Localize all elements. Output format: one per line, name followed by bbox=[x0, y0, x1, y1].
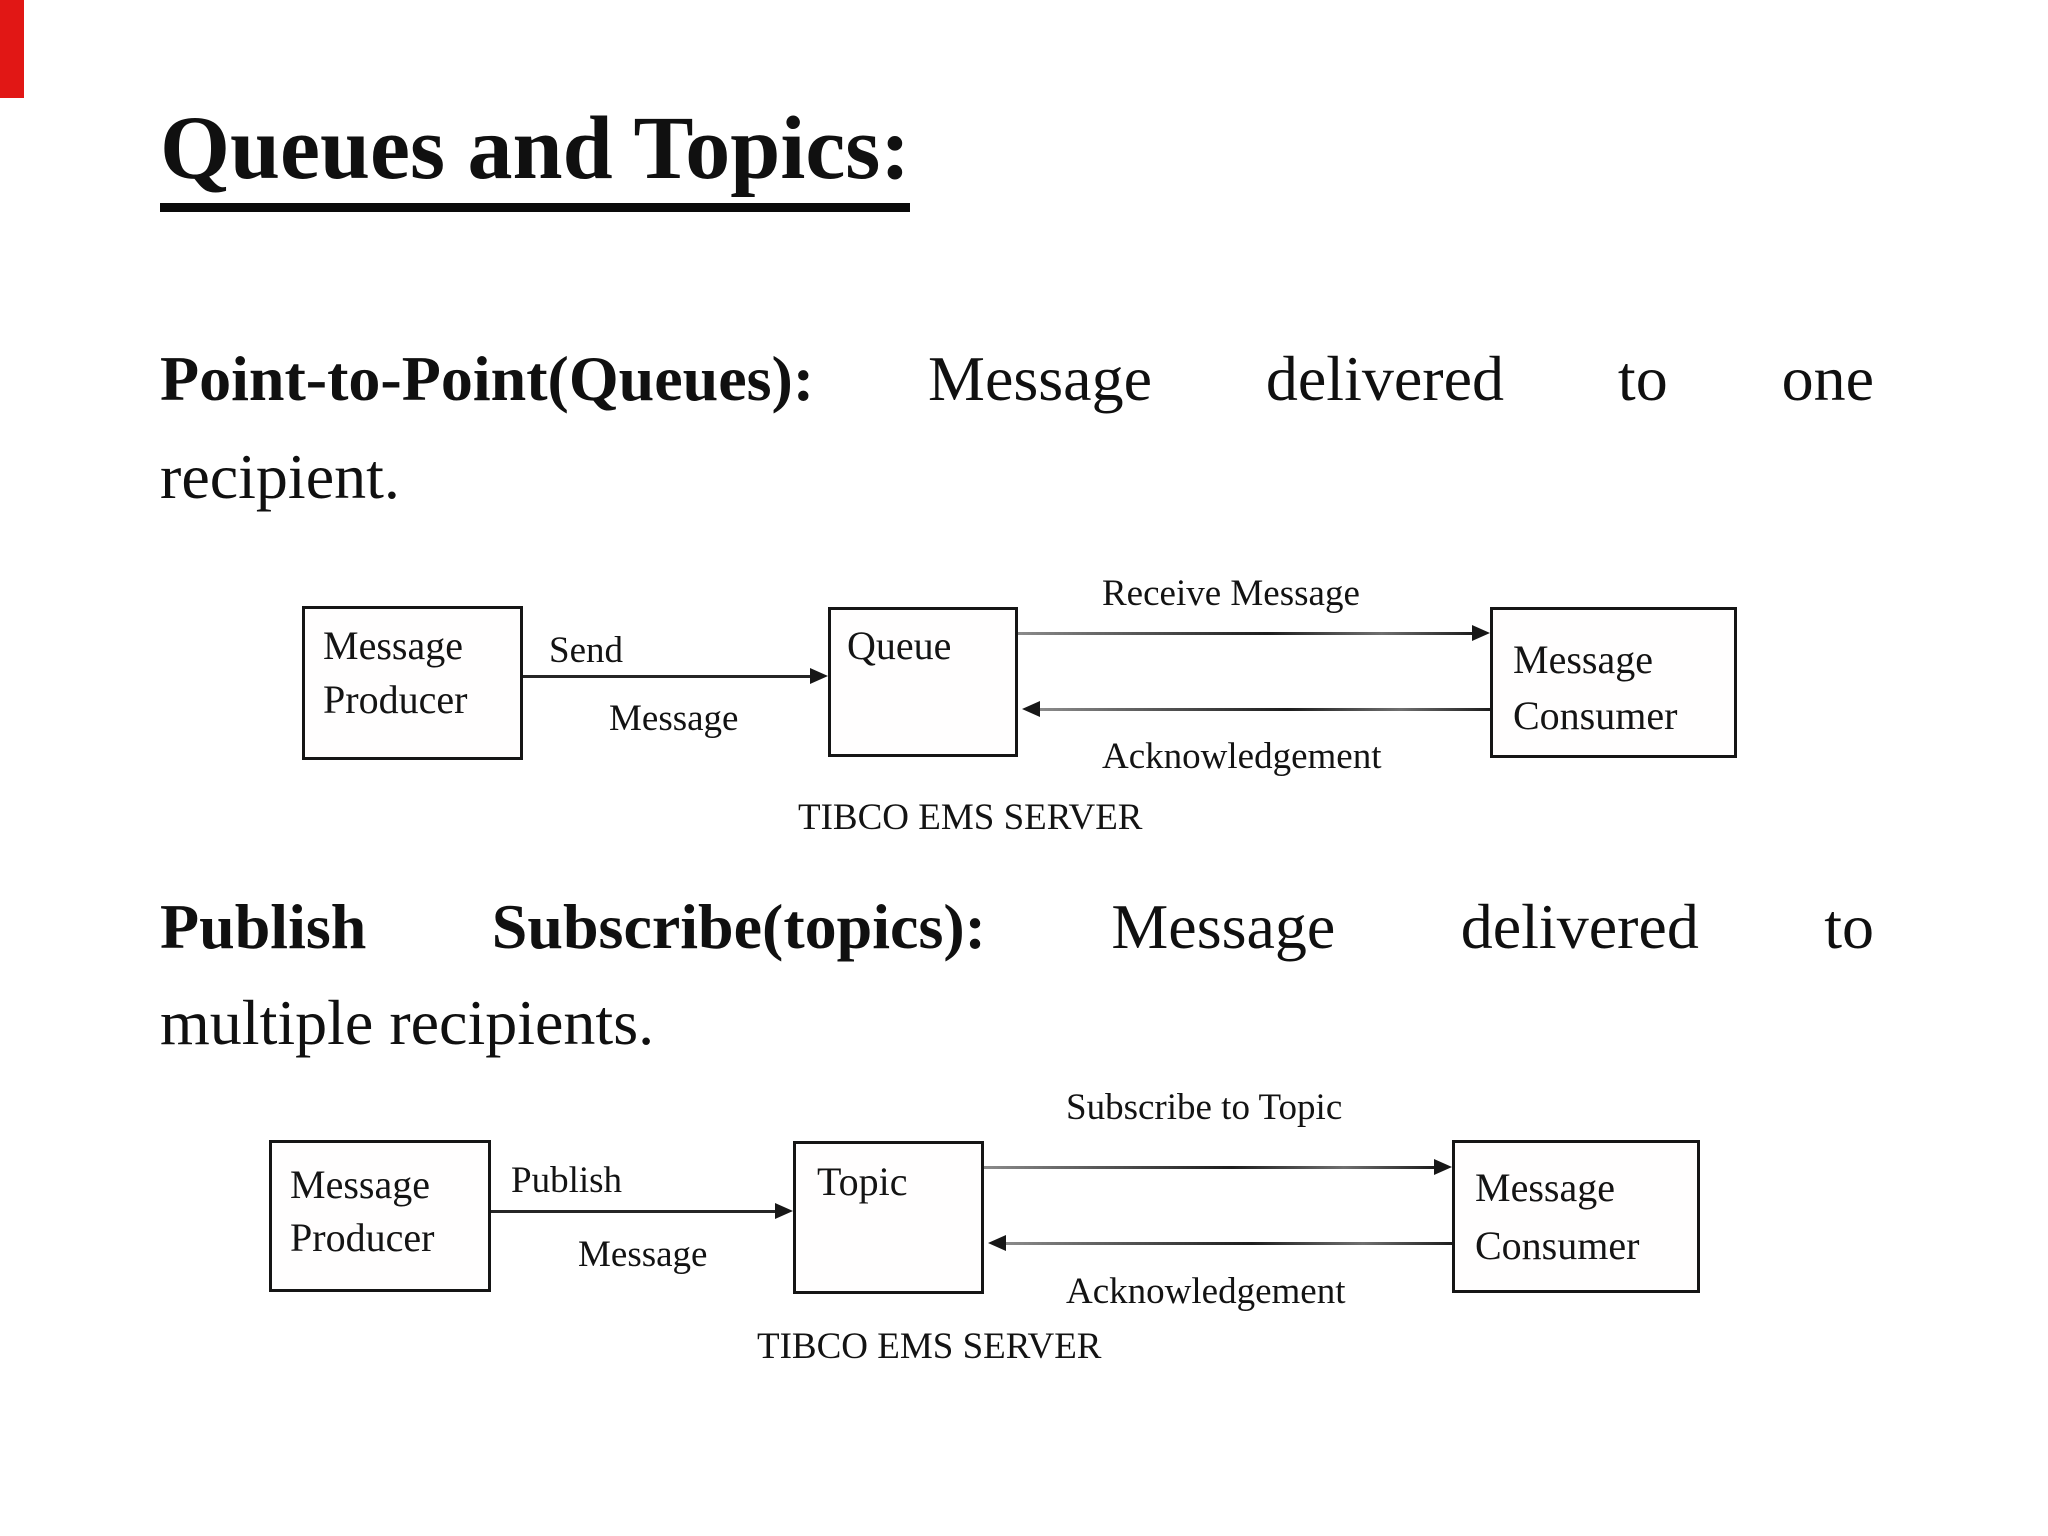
box-label-line: Consumer bbox=[1513, 693, 1678, 738]
box-label-line: Queue bbox=[847, 623, 952, 668]
paragraph-lead-bold: Publish Subscribe(topics): bbox=[160, 891, 986, 962]
paragraph-line: Publish Subscribe(topics): Message deliv… bbox=[160, 879, 1874, 975]
subscribe-to-topic-label: Subscribe to Topic bbox=[1066, 1087, 1343, 1128]
receive-message-label: Receive Message bbox=[1102, 573, 1360, 614]
acknowledgement-label: Acknowledgement bbox=[1102, 736, 1382, 777]
page-title: Queues and Topics: bbox=[160, 104, 911, 212]
box-label-line: Message bbox=[290, 1162, 430, 1207]
box-label-line: Producer bbox=[323, 677, 468, 722]
paragraph-point-to-point: Point-to-Point(Queues): Message delivere… bbox=[160, 330, 1874, 526]
paragraph-publish-subscribe: Publish Subscribe(topics): Message deliv… bbox=[160, 879, 1874, 1071]
tibco-ems-server-label: TIBCO EMS SERVER bbox=[798, 797, 1143, 838]
send-message-arrow bbox=[523, 668, 828, 684]
message-consumer-box: Message Consumer bbox=[1490, 607, 1737, 758]
box-label-line: Producer bbox=[290, 1215, 435, 1260]
paragraph-line: recipient. bbox=[160, 441, 400, 512]
box-label-line: Message bbox=[1475, 1165, 1615, 1210]
paragraph-line: Point-to-Point(Queues): Message delivere… bbox=[160, 330, 1874, 428]
message-producer-box: Message Producer bbox=[269, 1140, 491, 1292]
publish-message-arrow bbox=[491, 1203, 793, 1219]
box-label-line: Consumer bbox=[1475, 1223, 1640, 1268]
paragraph-lead-bold: Point-to-Point(Queues): bbox=[160, 343, 815, 414]
box-label-line: Topic bbox=[817, 1159, 908, 1204]
acknowledgement-arrow bbox=[1022, 701, 1490, 717]
box-label-line: Message bbox=[1513, 637, 1653, 682]
receive-message-arrow bbox=[1018, 625, 1490, 641]
send-message-sublabel: Message bbox=[609, 698, 739, 739]
acknowledgement-arrow bbox=[988, 1235, 1452, 1251]
red-corner-marker bbox=[0, 0, 24, 98]
tibco-ems-server-label: TIBCO EMS SERVER bbox=[757, 1326, 1102, 1367]
publish-label: Publish bbox=[511, 1160, 623, 1201]
publish-message-sublabel: Message bbox=[578, 1234, 708, 1275]
paragraph-rest: Message delivered to bbox=[1111, 891, 1874, 962]
send-label: Send bbox=[549, 630, 623, 671]
paragraph-rest: Message delivered to one bbox=[928, 343, 1875, 414]
paragraph-line: multiple recipients. bbox=[160, 987, 655, 1058]
topic-box: Topic bbox=[793, 1141, 984, 1294]
message-producer-box: Message Producer bbox=[302, 606, 523, 760]
subscribe-arrow bbox=[984, 1159, 1452, 1175]
queue-box: Queue bbox=[828, 607, 1018, 757]
message-consumer-box: Message Consumer bbox=[1452, 1140, 1700, 1293]
box-label-line: Message bbox=[323, 623, 463, 668]
acknowledgement-label: Acknowledgement bbox=[1066, 1271, 1346, 1312]
